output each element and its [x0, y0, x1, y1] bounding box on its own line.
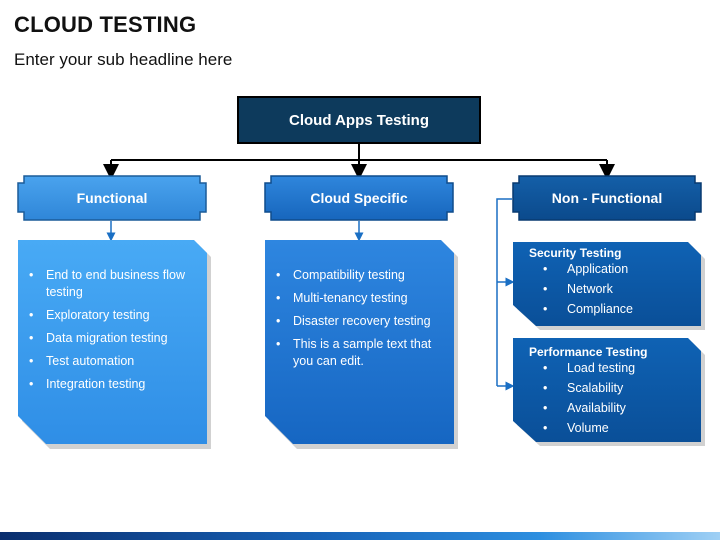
list-item: Scalability: [543, 380, 694, 397]
list-item: Availability: [543, 400, 694, 417]
list-item: Data migration testing: [29, 330, 198, 347]
security-testing-list: Application Network Compliance: [529, 261, 694, 318]
list-item: Network: [543, 281, 694, 298]
non-functional-bracket: [496, 198, 515, 391]
cloud-specific-label: Cloud Specific: [310, 190, 408, 206]
security-testing-title: Security Testing: [529, 246, 622, 260]
cloud-specific-header: Cloud Specific: [265, 176, 453, 220]
list-item: Disaster recovery testing: [276, 313, 445, 330]
list-item: Exploratory testing: [29, 307, 198, 324]
list-item: Test automation: [29, 353, 198, 370]
functional-card: End to end business flow testing Explora…: [18, 267, 198, 399]
list-item: Load testing: [543, 360, 694, 377]
list-item: Integration testing: [29, 376, 198, 393]
list-item: Application: [543, 261, 694, 278]
performance-testing-list: Load testing Scalability Availability Vo…: [529, 360, 694, 437]
functional-list: End to end business flow testing Explora…: [18, 267, 198, 393]
functional-header: Functional: [18, 176, 206, 220]
non-functional-header-shape: [512, 175, 702, 221]
cloud-specific-header-shape: [264, 175, 454, 221]
security-testing-card: Security Testing Application Network Com…: [529, 246, 694, 321]
cloud-specific-card: Compatibility testing Multi-tenancy test…: [265, 267, 445, 376]
list-item: This is a sample text that you can edit.: [276, 336, 445, 370]
performance-testing-title: Performance Testing: [529, 345, 648, 359]
root-connectors: [103, 144, 615, 180]
list-item: Multi-tenancy testing: [276, 290, 445, 307]
functional-header-shape: [17, 175, 207, 221]
page-subtitle: Enter your sub headline here: [14, 50, 233, 69]
root-label: Cloud Apps Testing: [289, 111, 429, 129]
cloud-specific-list: Compatibility testing Multi-tenancy test…: [265, 267, 445, 370]
list-item: Compliance: [543, 301, 694, 318]
footer-gradient-bar: [0, 532, 720, 540]
list-item: Compatibility testing: [276, 267, 445, 284]
list-item: End to end business flow testing: [29, 267, 198, 301]
non-functional-header: Non - Functional: [513, 176, 701, 220]
root-node: Cloud Apps Testing: [237, 96, 481, 144]
list-item: Volume: [543, 420, 694, 437]
page-title: CLOUD TESTING: [14, 12, 197, 37]
non-functional-label: Non - Functional: [551, 190, 663, 206]
performance-testing-card: Performance Testing Load testing Scalabi…: [529, 345, 694, 440]
functional-label: Functional: [76, 190, 148, 206]
